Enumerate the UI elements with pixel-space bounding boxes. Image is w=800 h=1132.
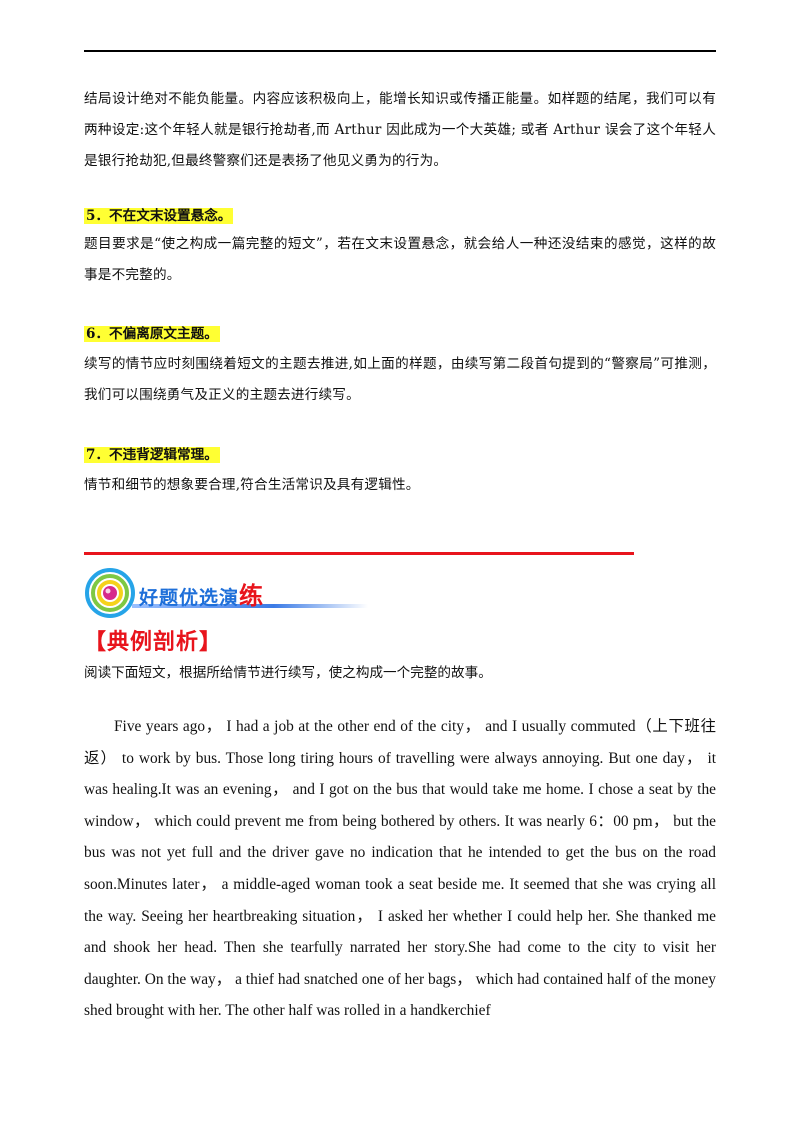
tip-heading-6-text: 6．不偏离原文主题。 — [84, 326, 220, 342]
section-banner: 好题优选演练 — [84, 564, 368, 620]
top-divider — [84, 50, 716, 52]
banner-title-last: 练 — [239, 582, 265, 610]
section-divider — [84, 552, 634, 555]
banner-title: 好题优选演练 — [139, 576, 264, 611]
example-title: 【典例剖析】 — [84, 630, 223, 655]
tip-heading-7: 7．不违背逻辑常理。 — [84, 445, 220, 465]
instruction-text: 阅读下面短文，根据所给情节进行续写，使之构成一个完整的故事。 — [84, 665, 492, 681]
banner-title-main: 好题优选演 — [139, 587, 240, 609]
story-passage: Five years ago， I had a job at the other… — [84, 718, 716, 1020]
tip-body-7: 情节和细节的想象要合理,符合生活常识及具有逻辑性。 — [84, 477, 420, 493]
continuation-paragraph: 结局设计绝对不能负能量。内容应该积极向上，能增长知识或传播正能量。如样题的结尾，… — [84, 91, 716, 169]
banner-underline — [132, 604, 368, 608]
tip-body-6: 续写的情节应时刻围绕着短文的主题去推进,如上面的样题，由续写第二段首句提到的“警… — [84, 356, 716, 403]
tip-heading-5-text: 5．不在文末设置悬念。 — [84, 208, 234, 224]
tip-heading-6: 6．不偏离原文主题。 — [84, 324, 220, 344]
tip-body-5: 题目要求是“使之构成一篇完整的短文”，若在文末设置悬念，就会给人一种还没结束的感… — [84, 236, 716, 283]
tip-heading-7-text: 7．不违背逻辑常理。 — [84, 447, 220, 463]
tip-heading-5: 5．不在文末设置悬念。 — [84, 206, 234, 226]
target-logo-icon — [85, 568, 135, 618]
